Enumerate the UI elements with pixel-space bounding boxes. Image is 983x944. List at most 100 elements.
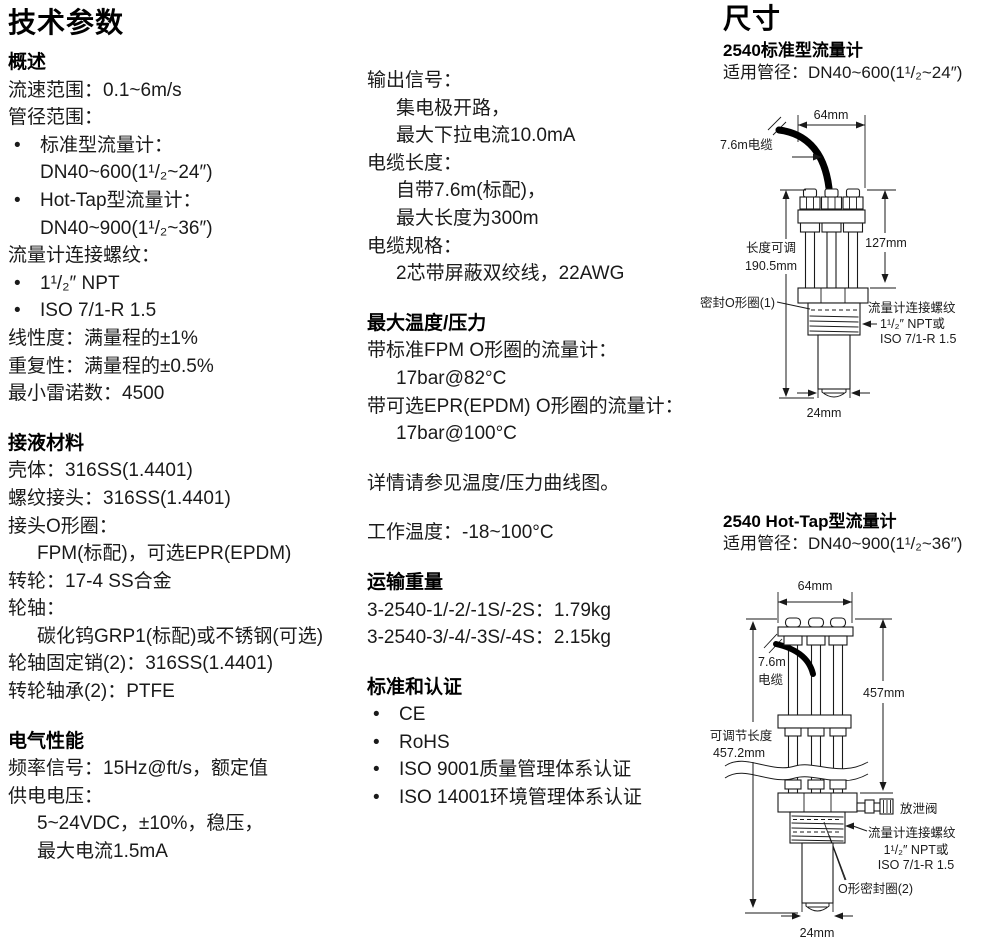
connection-thread-callout: 流量计连接螺纹 1¹/₂″ NPT或 ISO 7/1-R 1.5 [862, 300, 956, 346]
standard-meter-pipe-range: 适用管径：DN40~600(1¹/₂~24″) [723, 63, 963, 82]
spec-line: 最大长度为300m [396, 207, 539, 229]
spec-bullet: Hot-Tap型流量计： [8, 187, 363, 215]
dim-tip-width: 24mm [781, 912, 853, 940]
probe-body [801, 842, 834, 912]
bleed-valve-label: 放泄阀 [900, 801, 938, 816]
section-heading-wetted-materials: 接液材料 [8, 432, 85, 454]
dim-height: 127mm [865, 189, 907, 289]
connection-thread-callout: 流量计连接螺纹 1¹/₂″ NPT或 ISO 7/1-R 1.5 [845, 822, 956, 872]
section-heading-overview: 概述 [8, 52, 47, 73]
bleed-valve: 放泄阀 [856, 798, 938, 816]
spec-line: 轮轴： [8, 598, 66, 620]
middle-plate [777, 714, 852, 737]
spec-line: 17bar@100°C [396, 423, 517, 445]
thread-label-3: ISO 7/1-R 1.5 [878, 858, 954, 872]
page-title: 技术参数 [8, 7, 125, 38]
threaded-connector [807, 302, 861, 336]
spec-line: DN40~600(1¹/₂~24″) [40, 162, 213, 184]
spec-note: 详情请参见温度/压力曲线图。 [367, 472, 620, 494]
spec-line: 3-2540-3/-4/-3S/-4S：2.15kg [367, 627, 611, 649]
spec-bullet: CE [367, 701, 697, 729]
spec-bullet: 标准型流量计： [8, 132, 363, 160]
adjustable-length-value: 190.5mm [745, 259, 797, 273]
spec-bullet: ISO 14001环境管理体系认证 [367, 784, 697, 812]
hottap-meter-diagram: 64mm 7.6m 电缆 [710, 579, 956, 940]
spec-line: 最小雷诺数：4500 [8, 383, 165, 405]
lower-plate [797, 287, 869, 304]
dim-24mm-label: 24mm [800, 926, 835, 940]
spec-line: 5~24VDC，±10%，稳压， [37, 813, 264, 835]
spec-bullet: 1¹/₂″ NPT [8, 270, 363, 298]
dim-457mm-label: 457mm [863, 686, 905, 700]
probe-body [817, 334, 851, 398]
thread-label-1: 流量计连接螺纹 [868, 300, 956, 315]
standard-meter-title: 2540标准型流量计 [723, 41, 863, 60]
spec-line: 最大电流1.5mA [37, 841, 168, 863]
spec-line: 流速范围：0.1~6m/s [8, 79, 182, 101]
standard-meter-diagram: 64mm 7.6m电缆 [700, 108, 956, 420]
cable-label: 7.6m电缆 [720, 138, 773, 152]
spec-line: 频率信号：15Hz@ft/s，额定值 [8, 758, 268, 780]
standard-meter-header: 2540标准型流量计 适用管径：DN40~600(1¹/₂~24″) [723, 40, 983, 84]
lower-plate [777, 779, 858, 813]
spec-line: 流量计连接螺纹： [8, 245, 161, 267]
break-lines [724, 760, 869, 782]
dim-width: 64mm [777, 579, 853, 623]
spec-line: 最大下拉电流10.0mA [396, 125, 576, 147]
thread-label-3: ISO 7/1-R 1.5 [880, 332, 956, 346]
dim-width: 64mm [797, 108, 866, 188]
thread-label-2: 1¹/₂″ NPT或 [880, 317, 945, 331]
spec-line: 壳体：316SS(1.4401) [8, 460, 193, 482]
spec-line: 输出信号： [367, 70, 463, 91]
spec-line: DN40~900(1¹/₂~36″) [40, 217, 213, 239]
spec-line: 3-2540-1/-2/-1S/-2S：1.79kg [367, 599, 611, 621]
cable-label-1: 7.6m [758, 655, 786, 669]
spec-line: 重复性：满量程的±0.5% [8, 355, 214, 377]
spec-line: 集电极开路， [396, 97, 511, 119]
cable-graphic: 7.6m 电缆 [758, 633, 816, 687]
mounting-bolts [799, 188, 864, 210]
dim-adjustable-length: 可调节长度 457.2mm [710, 618, 798, 914]
hottap-meter-header: 2540 Hot-Tap型流量计 适用管径：DN40~900(1¹/₂~36″) [723, 511, 983, 555]
section-heading-shipping-weight: 运输重量 [367, 571, 444, 593]
spec-bullet: ISO 9001质量管理体系认证 [367, 756, 697, 784]
spec-bullet: RoHS [367, 729, 697, 757]
top-plate [777, 617, 854, 646]
spec-line: 线性度：满量程的±1% [8, 327, 198, 349]
dim-64mm-label: 64mm [798, 579, 833, 593]
upper-plate [797, 209, 866, 233]
hottap-meter-title: 2540 Hot-Tap型流量计 [723, 512, 897, 531]
spec-line: 带标准FPM O形圈的流量计： [367, 340, 618, 362]
spec-line: 管径范围： [8, 107, 104, 129]
hottap-meter-pipe-range: 适用管径：DN40~900(1¹/₂~36″) [723, 534, 963, 553]
adjustable-length-label: 可调节长度 [710, 728, 773, 743]
spec-line: 电缆长度： [367, 152, 463, 174]
dim-24mm-label: 24mm [807, 406, 842, 420]
spec-line: 2芯带屏蔽双绞线，22AWG [396, 263, 625, 285]
spec-line: 轮轴固定销(2)：316SS(1.4401) [8, 653, 274, 675]
section-heading-standards: 标准和认证 [367, 676, 463, 698]
spec-line: 螺纹接头：316SS(1.4401) [8, 487, 231, 509]
seal-oring-label: 密封O形圈(1) [700, 295, 775, 310]
middle-column: 输出信号： 集电极开路， 最大下拉电流10.0mA 电缆长度： 自带7.6m(标… [367, 67, 697, 812]
dimensions-title: 尺寸 [723, 3, 782, 34]
spec-line: 转轮轴承(2)：PTFE [8, 681, 175, 703]
spec-line: 带可选EPR(EPDM) O形圈的流量计： [367, 395, 684, 417]
spec-line: 电缆规格： [367, 235, 463, 257]
threaded-connector [789, 811, 846, 844]
dim-tip-width: 24mm [797, 389, 870, 420]
spec-line: 接头O形圈： [8, 515, 118, 537]
adjustable-length-label: 长度可调 [746, 240, 796, 255]
thread-label-1: 流量计连接螺纹 [868, 825, 956, 840]
section-heading-max-temp-pressure: 最大温度/压力 [367, 312, 487, 334]
spec-line: 转轮：17-4 SS合金 [8, 570, 172, 592]
cable-graphic: 7.6m电缆 [720, 116, 833, 192]
dim-64mm-label: 64mm [814, 108, 849, 122]
thread-label-2: 1¹/₂″ NPT或 [884, 843, 949, 857]
spec-line: 工作温度：-18~100°C [367, 522, 554, 544]
adjustable-length-value: 457.2mm [713, 746, 765, 760]
spec-line: 供电电压： [8, 785, 104, 807]
dim-127mm-label: 127mm [865, 236, 907, 250]
section-heading-electrical: 电气性能 [8, 730, 85, 752]
